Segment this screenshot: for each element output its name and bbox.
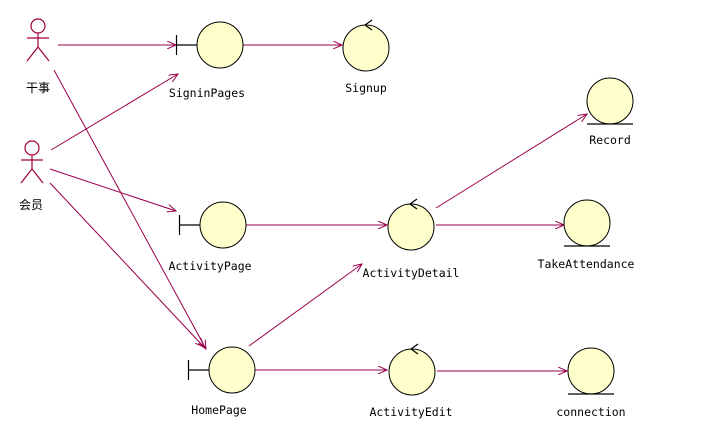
entity-circle-icon bbox=[586, 77, 634, 125]
boundary-circle-icon bbox=[196, 21, 244, 69]
actor-head-icon bbox=[30, 18, 46, 34]
node-activitydetail[interactable]: ActivityDetail bbox=[363, 198, 460, 280]
actor-huiyuan[interactable]: 会员 bbox=[19, 140, 44, 212]
control-arrow-icon bbox=[409, 343, 419, 355]
node-label: ActivityDetail bbox=[363, 266, 460, 280]
node-label: ActivityPage bbox=[168, 259, 251, 273]
node-activityedit[interactable]: ActivityEdit bbox=[369, 343, 453, 419]
actor-label: 干事 bbox=[26, 81, 50, 95]
node-label: Signup bbox=[345, 81, 387, 95]
entity-circle-icon bbox=[567, 347, 615, 395]
edge-ActivityDetail-to-Record bbox=[435, 114, 587, 209]
entity-circle-icon bbox=[563, 199, 611, 247]
edge-huiyuan-to-ActivityPage bbox=[49, 168, 176, 211]
node-homepage[interactable]: HomePage bbox=[187, 346, 256, 417]
node-signup[interactable]: Signup bbox=[342, 19, 390, 95]
control-arrow-icon bbox=[408, 198, 418, 210]
actor-legs-icon bbox=[20, 168, 44, 184]
actor-head-icon bbox=[24, 140, 40, 156]
node-takeattendance[interactable]: TakeAttendance bbox=[538, 199, 635, 271]
actor-label: 会员 bbox=[19, 198, 43, 212]
edge-HomePage-to-ActivityDetail bbox=[248, 264, 362, 347]
control-circle-icon bbox=[388, 348, 436, 396]
edges-layer bbox=[49, 45, 587, 371]
control-circle-icon bbox=[342, 24, 390, 72]
node-record[interactable]: Record bbox=[586, 77, 634, 147]
node-label: ActivityEdit bbox=[369, 405, 452, 419]
boundary-circle-icon bbox=[199, 201, 247, 249]
boundary-circle-icon bbox=[208, 346, 256, 394]
actor-legs-icon bbox=[26, 46, 50, 62]
node-label: SigninPages bbox=[169, 86, 245, 100]
control-circle-icon bbox=[387, 203, 435, 251]
node-activitypage[interactable]: ActivityPage bbox=[168, 201, 252, 273]
edge-huiyuan-to-HomePage bbox=[49, 182, 204, 347]
control-arrow-icon bbox=[363, 19, 373, 31]
edge-huiyuan-to-SigninPages bbox=[50, 74, 178, 151]
node-signinpages[interactable]: SigninPages bbox=[169, 21, 245, 100]
node-connection[interactable]: connection bbox=[556, 347, 626, 419]
node-label: connection bbox=[556, 405, 625, 419]
node-label: TakeAttendance bbox=[538, 257, 635, 271]
edge-ganshi-to-HomePage bbox=[53, 69, 206, 349]
node-label: Record bbox=[589, 133, 631, 147]
node-label: HomePage bbox=[191, 403, 246, 417]
actor-ganshi[interactable]: 干事 bbox=[26, 18, 50, 95]
